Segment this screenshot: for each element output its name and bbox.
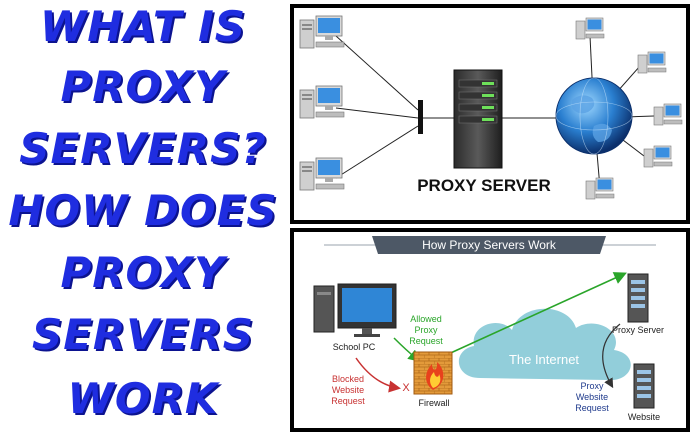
computer-icon bbox=[585, 177, 615, 200]
computer-icon bbox=[653, 103, 683, 126]
server-tower-icon bbox=[453, 69, 503, 169]
proxy-network-panel: PROXY SERVER bbox=[290, 4, 690, 224]
banner-title: How Proxy Servers Work bbox=[422, 238, 557, 252]
computer-icon bbox=[637, 51, 667, 74]
blocked-label-1: Blocked bbox=[332, 374, 364, 384]
website-server-icon bbox=[633, 363, 655, 409]
globe-icon bbox=[555, 77, 633, 155]
school-pc-label: School PC bbox=[333, 342, 376, 352]
proxy-website-label-3: Request bbox=[575, 403, 609, 413]
proxy-network-diagram: PROXY SERVER bbox=[299, 15, 683, 200]
computer-icon bbox=[299, 85, 345, 119]
blocked-label-3: Request bbox=[331, 396, 365, 406]
proxy-website-arrow bbox=[602, 323, 621, 389]
title-line-4: HOW DOES bbox=[8, 186, 278, 235]
link-pc2 bbox=[335, 107, 419, 119]
allowed-arrow bbox=[443, 272, 627, 357]
proxy-server-label: Proxy Server bbox=[612, 325, 664, 335]
firewall-label: Firewall bbox=[418, 398, 449, 408]
proxy-website-label-1: Proxy bbox=[580, 381, 604, 391]
title-line-1: WHAT IS bbox=[39, 2, 247, 51]
link-pc1 bbox=[335, 35, 419, 111]
blocked-arrow bbox=[355, 357, 401, 393]
proxy-server-label: PROXY SERVER bbox=[417, 176, 551, 195]
internet-cloud-icon bbox=[458, 308, 631, 381]
title-line-7: WORK bbox=[67, 374, 219, 423]
firewall-icon bbox=[413, 351, 453, 395]
internet-label: The Internet bbox=[509, 352, 579, 367]
how-proxy-works-diagram: How Proxy Servers Work The Internet Scho… bbox=[313, 236, 664, 422]
switch-bar bbox=[418, 100, 423, 134]
allowed-label-1: Allowed bbox=[410, 314, 442, 324]
computer-icon bbox=[643, 145, 673, 168]
title-line-3: SERVERS? bbox=[19, 124, 267, 173]
banner-bg bbox=[372, 236, 606, 254]
school-pc-icon bbox=[313, 283, 397, 337]
title-column: WHAT IS PROXY SERVERS? HOW DOES PROXY SE… bbox=[0, 0, 286, 436]
title-line-6: SERVERS bbox=[31, 310, 255, 359]
blocked-x-mark: X bbox=[402, 382, 410, 394]
allowed-label-3: Request bbox=[409, 336, 443, 346]
blocked-label-2: Website bbox=[332, 385, 364, 395]
website-label: Website bbox=[628, 412, 660, 422]
link-pc3 bbox=[335, 125, 419, 179]
title-line-2: PROXY bbox=[60, 62, 226, 111]
how-proxy-works-panel: How Proxy Servers Work The Internet Scho… bbox=[290, 228, 690, 432]
proxy-server-icon bbox=[627, 273, 649, 323]
computer-icon bbox=[299, 157, 345, 191]
title-line-5: PROXY bbox=[60, 248, 226, 297]
computer-icon bbox=[575, 17, 605, 40]
computer-icon bbox=[299, 15, 345, 49]
proxy-website-label-2: Website bbox=[576, 392, 608, 402]
allowed-label-2: Proxy bbox=[414, 325, 438, 335]
